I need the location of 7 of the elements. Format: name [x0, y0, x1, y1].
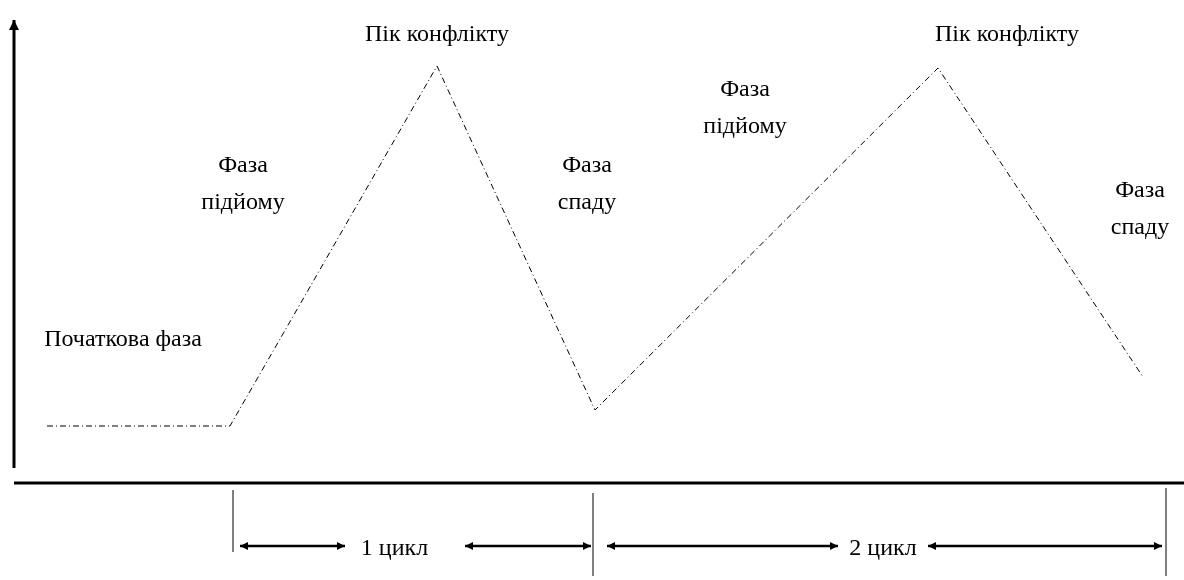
- phase-label: Пік конфлікту: [363, 19, 511, 48]
- phase-label: Фаза спаду: [556, 150, 618, 216]
- phase-label: Фаза підйому: [702, 74, 788, 140]
- phase-label: Фаза підйому: [200, 150, 286, 216]
- phase-label: Початкова фаза: [43, 324, 203, 353]
- phase-label: Фаза спаду: [1109, 175, 1171, 241]
- phase-label: Пік конфлікту: [933, 19, 1081, 48]
